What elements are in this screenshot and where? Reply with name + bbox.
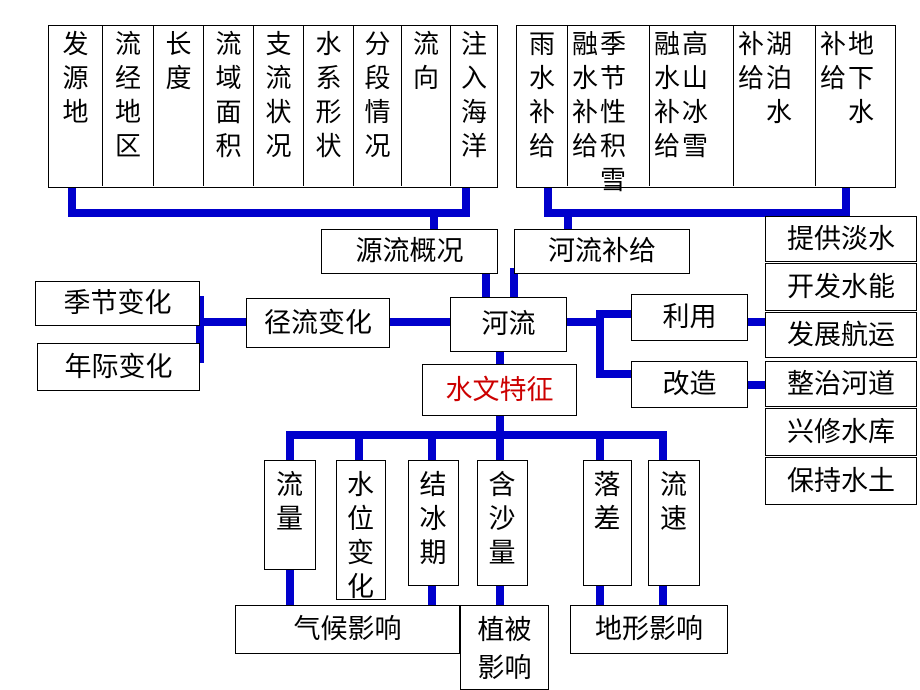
- use-item-hydropower: 开发水能: [765, 263, 917, 311]
- cell-tributary: 支流状况: [253, 26, 303, 186]
- use-item-shipping: 发展航运: [765, 312, 917, 358]
- use-box: 利用: [631, 294, 748, 341]
- cell-lake-supply: 补给湖泊水: [733, 26, 815, 186]
- cell-snow-melt-supply: 融水补给季节性积雪: [567, 26, 649, 196]
- hydro-item-freeze-period: 结冰期: [408, 460, 459, 586]
- transform-box: 改造: [631, 361, 748, 408]
- use-item-freshwater: 提供淡水: [765, 216, 917, 262]
- hydro-item-velocity: 流速: [648, 460, 700, 586]
- annual-change-box: 年际变化: [37, 343, 200, 391]
- terrain-influence-box: 地形影响: [570, 605, 728, 654]
- vegetation-influence-box: 植被影响: [460, 605, 549, 690]
- cell-groundwater-supply: 补给地下水: [815, 26, 895, 186]
- hydro-item-drop: 落差: [583, 460, 632, 586]
- river-box: 河流: [450, 297, 567, 352]
- river-supply-box: 河流补给: [514, 229, 690, 274]
- cell-region: 流经地区: [102, 26, 153, 186]
- hydro-item-sediment: 含沙量: [477, 460, 528, 586]
- cell-basin-area: 流域面积: [203, 26, 253, 186]
- runoff-change-box: 径流变化: [246, 298, 390, 348]
- hydrology-box: 水文特征: [422, 364, 577, 416]
- cell-rain-supply: 雨水补给: [528, 30, 555, 162]
- climate-influence-box: 气候影响: [235, 605, 460, 654]
- transform-item-channel: 整治河道: [765, 361, 917, 407]
- seasonal-change-box: 季节变化: [35, 281, 200, 326]
- river-supply-table: 雨水补给 融水补给季节性积雪 融水补给高山冰雪 补给湖泊水 补给地下水: [516, 25, 896, 196]
- cell-ocean: 注入海洋: [450, 26, 497, 186]
- transform-item-soil: 保持水土: [765, 457, 917, 505]
- cell-segments: 分段情况: [353, 26, 401, 186]
- hydro-item-water-level: 水位变化: [336, 460, 386, 603]
- cell-system-shape: 水系形状: [303, 26, 353, 186]
- transform-item-reservoir: 兴修水库: [765, 408, 917, 456]
- hydro-item-flow: 流量: [264, 460, 316, 570]
- source-overview-box: 源流概况: [321, 229, 498, 274]
- cell-length: 长度: [153, 26, 203, 186]
- cell-glacier-melt-supply: 融水补给高山冰雪: [649, 26, 733, 186]
- cell-direction: 流向: [401, 26, 450, 186]
- cell-origin: 发源地: [62, 30, 89, 128]
- source-overview-table: 发源地 流经地区 长度 流域面积 支流状况 水系形状 分段情况 流向 注入海洋: [48, 25, 498, 188]
